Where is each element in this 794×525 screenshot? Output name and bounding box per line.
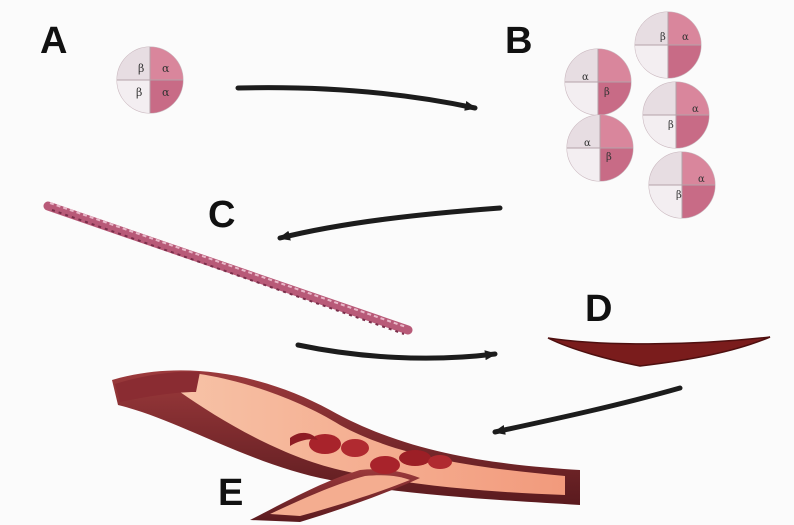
blood-vessel-e (112, 370, 580, 522)
subunit-label-alpha: α (162, 86, 170, 99)
panel-label-b: B (505, 22, 532, 60)
subunit-label-beta: β (668, 120, 674, 131)
hemoglobin-tetramer-icon (643, 82, 709, 148)
sickle-cell-d (548, 337, 770, 366)
subunit-label-beta: β (676, 190, 682, 201)
tetramer-polymer-b: β α α β α β α β β α (565, 12, 715, 218)
subunit-label-beta: β (606, 152, 612, 163)
hemoglobin-tetramer-icon (635, 12, 701, 78)
panel-label-c: C (208, 196, 235, 234)
sickle-red-cell-icon (341, 439, 369, 457)
panel-label-e: E (218, 474, 243, 512)
subunit-label-beta: β (138, 62, 144, 75)
subunit-label-beta: β (136, 86, 142, 99)
hemoglobin-tetramer-icon (565, 49, 631, 115)
subunit-label-alpha: α (584, 138, 591, 149)
panel-label-d: D (585, 290, 612, 328)
subunit-label-beta: β (604, 87, 610, 98)
curved-arrow-icon (495, 388, 680, 432)
subunit-label-alpha: α (162, 62, 170, 75)
sickle-red-cell-icon (370, 456, 400, 474)
subunit-label-beta: β (660, 32, 666, 43)
hemoglobin-tetramer-icon (567, 115, 633, 181)
tetramer-a: β β α α (117, 47, 183, 113)
curved-arrow-icon (238, 88, 475, 108)
subunit-label-alpha: α (692, 104, 699, 115)
hemoglobin-tetramer-icon (649, 152, 715, 218)
subunit-label-alpha: α (582, 72, 589, 83)
sickle-red-cell-icon (399, 450, 431, 466)
subunit-label-alpha: α (698, 174, 705, 185)
curved-arrow-icon (298, 345, 495, 358)
panel-label-a: A (40, 22, 67, 60)
sickle-red-cell-icon (428, 455, 452, 469)
hemoglobin-tetramer-icon (117, 47, 183, 113)
subunit-label-alpha: α (682, 32, 689, 43)
curved-arrow-icon (280, 208, 500, 238)
